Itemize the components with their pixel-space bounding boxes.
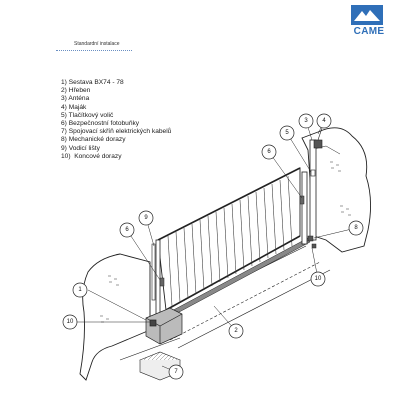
legend-text: Vodicí lišty <box>68 144 100 152</box>
callout-3: 3 <box>298 113 314 129</box>
legend-number: 3) <box>61 95 67 103</box>
legend-text: Tlačítkový volič <box>68 111 114 119</box>
legend-number: 2) <box>61 87 67 95</box>
operator-unit <box>145 307 183 345</box>
sliding-gate <box>157 167 301 311</box>
legend-item: 4) Maják <box>61 104 171 112</box>
callout-number: 10 <box>67 319 74 325</box>
callout-number: 3 <box>304 118 308 124</box>
legend-text: Anténa <box>68 95 90 103</box>
legend-number: 6) <box>61 120 67 128</box>
legend-number: 8) <box>61 136 67 144</box>
legend-text: Spojovací skříň elektrických kabelů <box>68 128 172 136</box>
callout-number: 1 <box>78 287 82 293</box>
legend-number: 4) <box>61 103 67 111</box>
legend-number: 1) <box>61 79 67 86</box>
callout-4: 4 <box>316 113 332 129</box>
callout-number: 6 <box>267 149 271 155</box>
callout-5: 5 <box>279 125 295 141</box>
right-wall <box>301 127 371 253</box>
legend-text: Mechanické dorazy <box>68 136 126 144</box>
legend-item: 8) Mechanické dorazy <box>61 136 171 144</box>
component-legend: 1) Sestava BX74 - 78 2) Hřeben 3) Anténa… <box>61 79 171 161</box>
selector-and-lamp <box>310 127 323 177</box>
mechanical-stops <box>307 235 317 249</box>
legend-item: 10) Koncové dorazy <box>61 153 171 161</box>
section-title: Standardní instalace <box>74 41 120 47</box>
came-logo: CAME <box>349 5 389 45</box>
came-logo-mark-icon <box>351 5 383 25</box>
junction-box <box>139 351 181 381</box>
callout-6: 6 <box>261 144 277 160</box>
legend-item: 6) Bezpečnostní fotobuňky <box>61 120 171 128</box>
legend-item: 7) Spojovací skříň elektrických kabelů <box>61 128 171 136</box>
callout-number: 5 <box>285 130 289 136</box>
legend-text: Maják <box>68 103 87 111</box>
callout-2: 2 <box>228 323 244 339</box>
legend-number: 5) <box>61 111 67 119</box>
legend-item: 3) Anténa <box>61 95 171 103</box>
title-rule <box>56 50 132 51</box>
legend-item: 5) Tlačítkový volič <box>61 112 171 120</box>
legend-text: Hřeben <box>68 87 91 95</box>
legend-number: 10) <box>61 152 71 160</box>
callout-number: 10 <box>315 276 322 282</box>
callout-number: 2 <box>234 328 238 334</box>
callout-number: 9 <box>144 215 148 221</box>
callout-6-left: 6 <box>119 222 135 238</box>
callout-number: 6 <box>125 227 129 233</box>
callout-number: 7 <box>174 369 178 375</box>
legend-text: Sestava BX74 - 78 <box>68 79 124 86</box>
left-wall <box>79 253 151 381</box>
legend-text: Bezpečnostní fotobuňky <box>68 120 140 128</box>
legend-number: 7) <box>61 128 67 136</box>
callout-7: 7 <box>168 364 184 380</box>
legend-text: Koncové dorazy <box>74 152 122 160</box>
legend-item: 9) Vodicí lišty <box>61 145 171 153</box>
legend-number: 9) <box>61 144 67 152</box>
legend-item: 1) Sestava BX74 - 78 <box>61 79 171 87</box>
callout-number: 8 <box>354 225 358 231</box>
callout-10-left: 10 <box>62 314 78 330</box>
callout-9: 9 <box>138 210 154 226</box>
legend-item: 2) Hřeben <box>61 87 171 95</box>
callout-8: 8 <box>348 220 364 236</box>
callout-number: 4 <box>322 118 326 124</box>
callout-10-right: 10 <box>310 271 326 287</box>
photocells <box>159 195 305 287</box>
brand-name: CAME <box>353 26 385 37</box>
callout-1: 1 <box>72 282 88 298</box>
